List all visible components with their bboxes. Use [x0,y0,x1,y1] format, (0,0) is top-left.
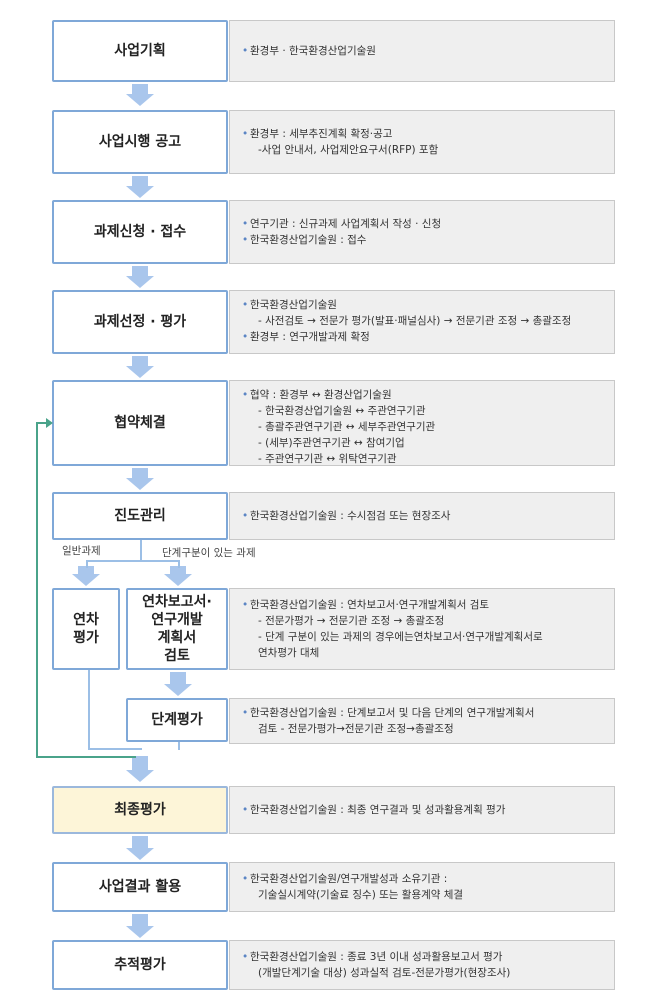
flow-arrow-shaft [132,176,148,186]
merge-line [88,748,142,750]
flow-arrow-head [126,848,154,860]
step-title: 사업기획 [114,43,166,59]
flow-arrow-head [164,574,192,586]
feedback-loop-line [36,756,136,758]
flow-arrow-shaft [78,566,94,574]
step-s1: 사업기획 [52,20,228,82]
description-line: - 사전검토 → 전문가 평가(발표·패널심사) → 전문기관 조정 → 총괄조… [258,315,572,327]
description-line: 검토 - 전문가평가→전문기관 조정→총괄조정 [258,723,454,735]
description-line: - (세부)주관연구기관 ↔ 참여기업 [258,437,405,449]
description-line: 연차평가 대체 [258,647,320,659]
branch-line [140,540,142,560]
step-s11: 추적평가 [52,940,228,990]
step-title: 진도관리 [114,508,166,524]
description-line: 한국환경산업기술원 : 접수 [242,232,604,248]
step-description-s5: 협약 : 환경부 ↔ 환경산업기술원 - 한국환경산업기술원 ↔ 주관연구기관 - … [229,380,615,466]
branch-line [86,560,180,562]
step-s7a: 연차 평가 [52,588,120,670]
branch-line [178,560,180,568]
step-title: 사업시행 공고 [98,134,182,150]
description-line: - 한국환경산업기술원 ↔ 주관연구기관 [258,405,426,417]
step-description-s7b: 한국환경산업기술원 : 연차보고서·연구개발계획서 검토 - 전문가평가 → 전문… [229,588,615,670]
step-s2: 사업시행 공고 [52,110,228,174]
flow-arrow-shaft [170,672,186,684]
description-line: 연구기관 : 신규과제 사업계획서 작성 · 신청 [242,216,604,232]
step-s10: 사업결과 활용 [52,862,228,912]
description-line: 기술실시계약(기술료 징수) 또는 활용계약 체결 [258,889,464,901]
step-description-s6: 한국환경산업기술원 : 수시점검 또는 현장조사 [229,492,615,540]
flow-arrow-shaft [132,468,148,478]
step-s9: 최종평가 [52,786,228,834]
flow-arrow-shaft [132,836,148,848]
step-s7b: 연차보고서· 연구개발 계획서 검토 [126,588,228,670]
step-s8: 단계평가 [126,698,228,742]
step-title: 최종평가 [114,802,166,818]
merge-line [178,742,180,750]
flow-arrow-head [126,926,154,938]
feedback-loop-line [36,422,38,758]
step-description-s1: 환경부 · 한국환경산업기술원 [229,20,615,82]
description-line: 한국환경산업기술원 : 단계보고서 및 다음 단계의 연구개발계획서 [242,705,604,721]
flow-arrow-head [126,186,154,198]
step-title: 연차 평가 [73,612,99,646]
flow-arrow-head [126,770,154,782]
flow-arrow-shaft [132,84,148,94]
step-description-s4: 한국환경산업기술원 - 사전검토 → 전문가 평가(발표·패널심사) → 전문기관… [229,290,615,354]
description-line: 한국환경산업기술원 [242,297,604,313]
description-line: 한국환경산업기술원 : 종료 3년 이내 성과활용보고서 평가 [242,949,604,965]
flow-arrow-shaft [132,266,148,276]
step-description-s9: 한국환경산업기술원 : 최종 연구결과 및 성과활용계획 평가 [229,786,615,834]
flow-arrow-head [72,574,100,586]
flow-arrow-shaft [132,914,148,926]
description-line: 협약 : 환경부 ↔ 환경산업기술원 [242,387,604,403]
description-line: (개발단계기술 대상) 성과실적 검토-전문가평가(현장조사) [258,967,511,979]
step-title: 사업결과 활용 [98,879,182,895]
description-line: -사업 안내서, 사업제안요구서(RFP) 포함 [258,144,439,156]
flow-arrow-head [126,94,154,106]
description-line: - 주관연구기관 ↔ 위탁연구기관 [258,453,397,465]
step-title: 연차보고서· 연구개발 계획서 검토 [142,594,212,664]
description-line: 환경부 : 세부추진계획 확정·공고 [242,126,604,142]
flow-arrow-head [126,276,154,288]
flow-arrow-head [126,478,154,490]
flow-arrow-head [126,366,154,378]
branch-label-general: 일반과제 [62,545,101,557]
step-title: 과제선정 · 평가 [93,314,187,330]
description-line: 한국환경산업기술원 : 연차보고서·연구개발계획서 검토 [242,597,604,613]
step-s6: 진도관리 [52,492,228,540]
description-line: - 총괄주관연구기관 ↔ 세부주관연구기관 [258,421,436,433]
step-description-s11: 한국환경산업기술원 : 종료 3년 이내 성과활용보고서 평가 (개발단계기술 대… [229,940,615,990]
description-line: 환경부 · 한국환경산업기술원 [242,43,604,59]
description-line: - 전문가평가 → 전문기관 조정 → 총괄조정 [258,615,445,627]
feedback-loop-line [36,422,48,424]
merge-line [88,670,90,748]
flow-arrow-head [164,684,192,696]
step-description-s3: 연구기관 : 신규과제 사업계획서 작성 · 신청한국환경산업기술원 : 접수 [229,200,615,264]
step-title: 협약체결 [114,415,166,431]
feedback-loop-arrowhead [46,418,53,428]
step-s4: 과제선정 · 평가 [52,290,228,354]
branch-line [86,560,88,568]
description-line: - 단계 구분이 있는 과제의 경우에는연차보고서·연구개발계획서로 [258,631,543,643]
step-title: 추적평가 [114,957,166,973]
description-line: 한국환경산업기술원/연구개발성과 소유기관 : [242,871,604,887]
step-s5: 협약체결 [52,380,228,466]
step-s3: 과제신청 · 접수 [52,200,228,264]
step-description-s10: 한국환경산업기술원/연구개발성과 소유기관 : 기술실시계약(기술료 징수) 또는… [229,862,615,912]
description-line: 한국환경산업기술원 : 수시점검 또는 현장조사 [242,508,604,524]
description-line: 환경부 : 연구개발과제 확정 [242,329,604,345]
step-description-s2: 환경부 : 세부추진계획 확정·공고 -사업 안내서, 사업제안요구서(RFP) … [229,110,615,174]
step-title: 단계평가 [151,712,203,728]
flow-arrow-shaft [132,356,148,366]
flow-arrow-shaft [170,566,186,574]
branch-label-staged: 단계구분이 있는 과제 [162,547,256,559]
description-line: 한국환경산업기술원 : 최종 연구결과 및 성과활용계획 평가 [242,802,604,818]
flow-arrow-shaft [132,756,148,770]
step-title: 과제신청 · 접수 [93,224,187,240]
